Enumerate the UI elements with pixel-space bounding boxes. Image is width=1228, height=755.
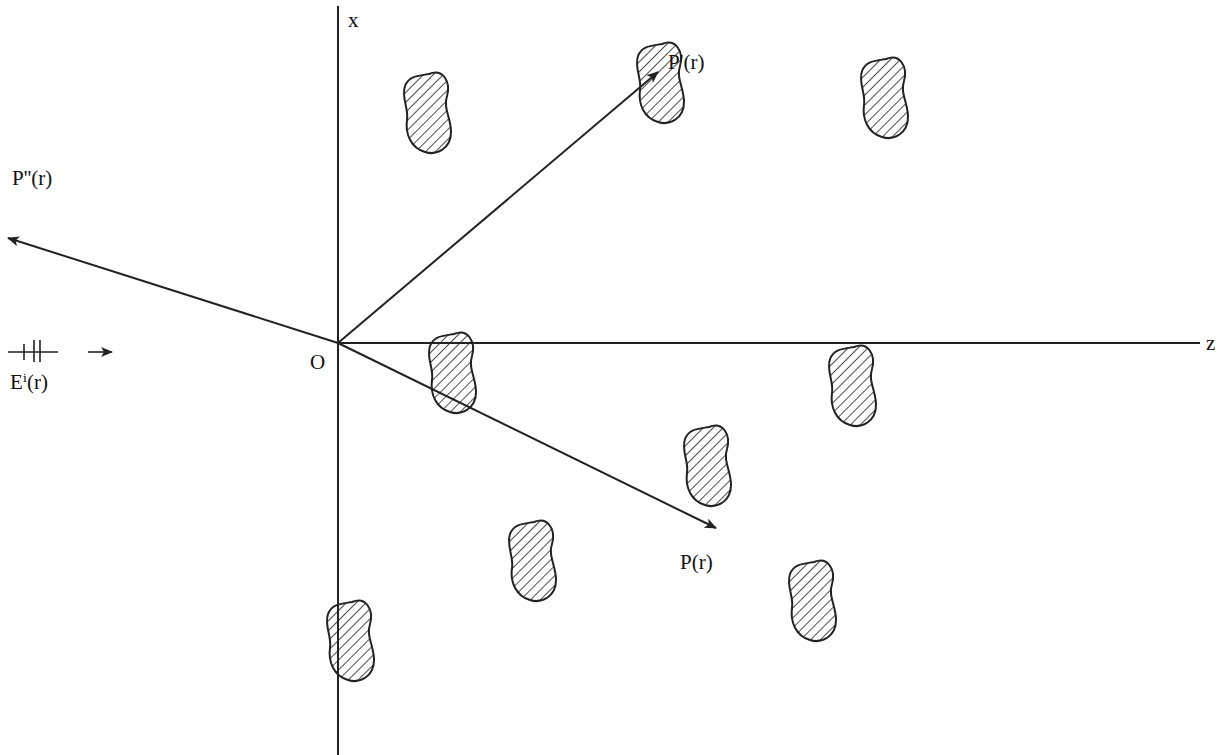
- origin-label: O: [310, 352, 325, 373]
- vector-arrow: [338, 72, 658, 343]
- vector-label: P(r): [680, 552, 713, 573]
- vector-label: P''(r): [12, 168, 52, 189]
- axis-label: z: [1206, 333, 1215, 354]
- incident-wave-symbol: [8, 340, 112, 362]
- axis-label: x: [348, 10, 359, 31]
- vector-label: P'(r): [668, 52, 704, 73]
- scatterers: [327, 43, 908, 681]
- field-label: Eⁱ(r): [10, 372, 48, 393]
- vector-arrow: [338, 343, 716, 528]
- vector-arrow: [8, 238, 338, 343]
